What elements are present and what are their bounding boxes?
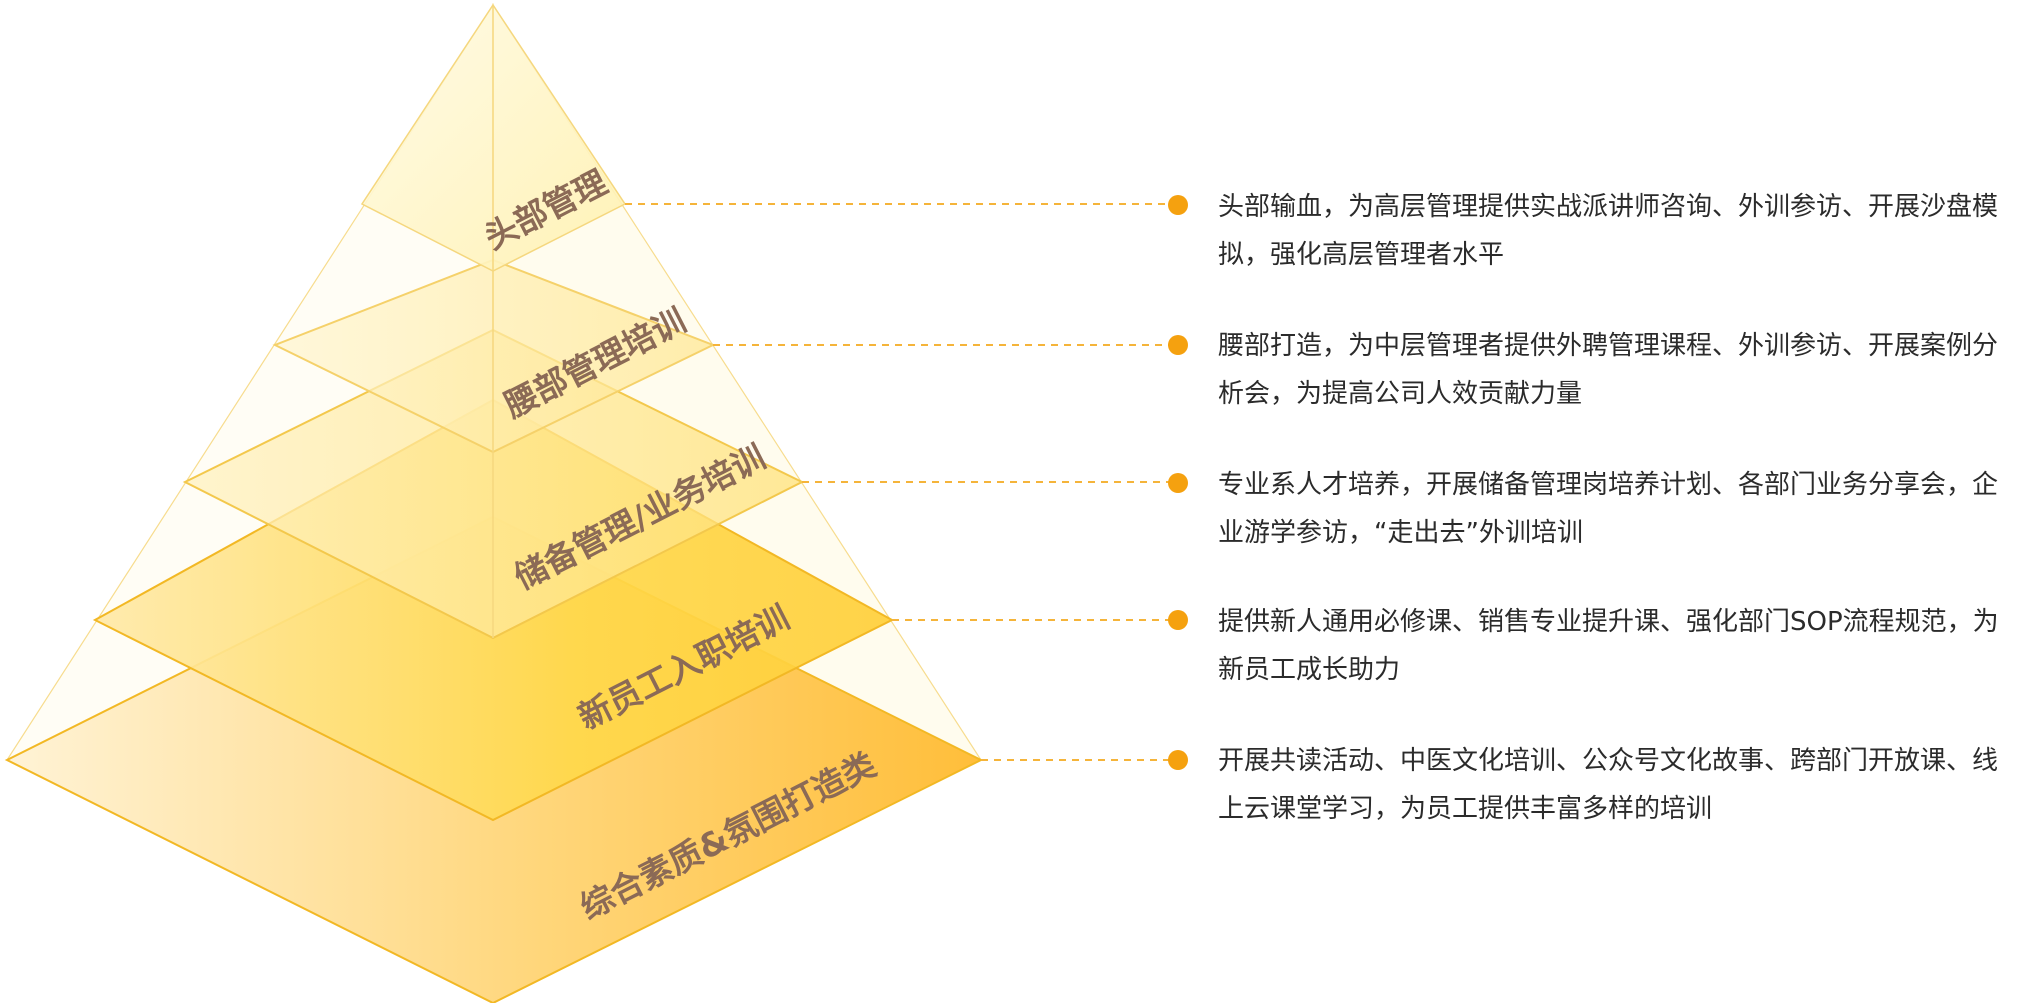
layer-5-description: 开展共读活动、中医文化培训、公众号文化故事、跨部门开放课、线上云课堂学习，为员工…: [1218, 746, 1999, 824]
layer-3-description: 专业系人才培养，开展储备管理岗培养计划、各部门业务分享会，企业游学参访，“走出去…: [1218, 470, 1999, 548]
layer-2-description: 腰部打造，为中层管理者提供外聘管理课程、外训参访、开展案例分析会，为提高公司人效…: [1218, 331, 1999, 409]
bullet-dot-4: [1168, 610, 1188, 630]
bullet-dot-5: [1168, 750, 1188, 770]
layer-4-description: 提供新人通用必修课、销售专业提升课、强化部门SOP流程规范，为新员工成长助力: [1218, 607, 1999, 685]
bullet-dot-3: [1168, 473, 1188, 493]
bullet-dot-1: [1168, 195, 1188, 215]
layer-1-description: 头部输血，为高层管理提供实战派讲师咨询、外训参访、开展沙盘模拟，强化高层管理者水…: [1218, 192, 1999, 270]
bullet-dot-2: [1168, 335, 1188, 355]
